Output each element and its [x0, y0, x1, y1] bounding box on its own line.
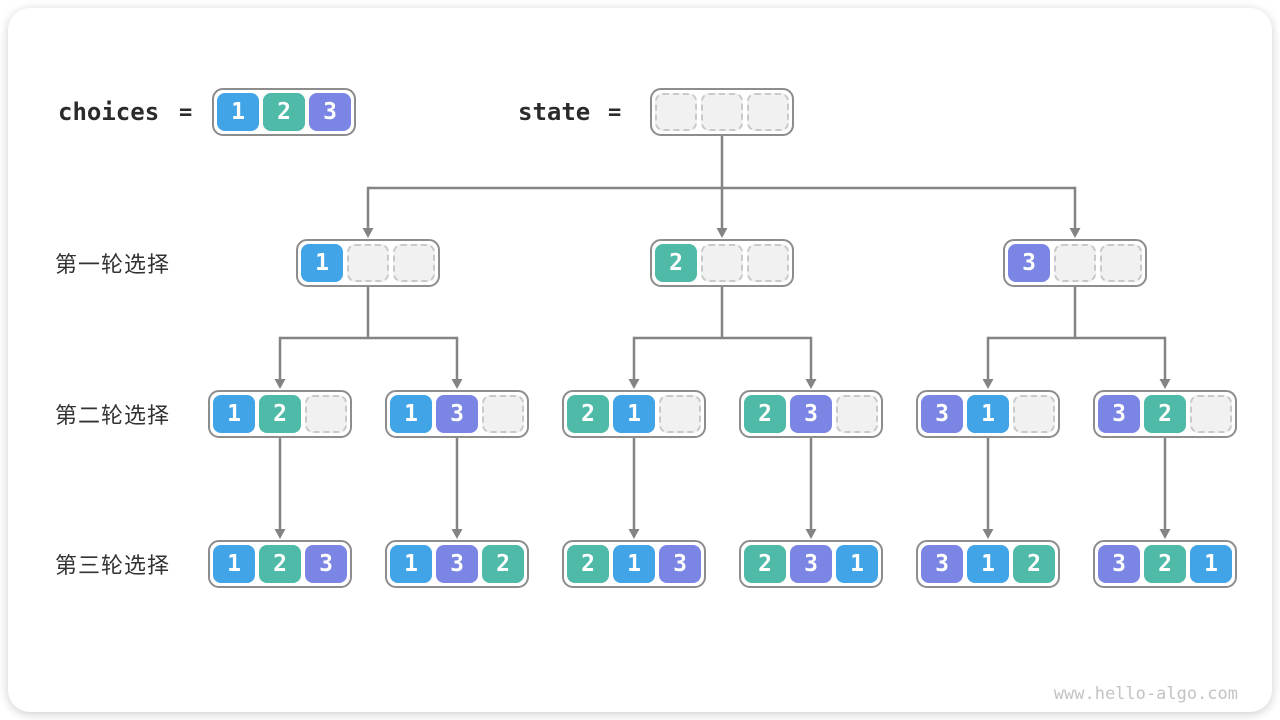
cell-value-1: 1	[390, 545, 432, 583]
cell-empty	[747, 244, 789, 282]
cell-value-1: 1	[613, 545, 655, 583]
cell-value-3: 3	[436, 545, 478, 583]
cell-value-2: 2	[259, 545, 301, 583]
cell-value-3: 3	[921, 395, 963, 433]
round1-node-3: 3	[1003, 239, 1147, 287]
cell-value-3: 3	[659, 545, 701, 583]
state-label: state	[518, 98, 591, 126]
cell-empty	[659, 395, 701, 433]
cell-value-1: 1	[217, 93, 259, 131]
cell-empty	[701, 244, 743, 282]
cell-value-3: 3	[1098, 545, 1140, 583]
cell-value-2: 2	[744, 395, 786, 433]
cell-value-2: 2	[482, 545, 524, 583]
round-label-3: 第三轮选择	[55, 553, 171, 578]
round1-node-2: 2	[650, 239, 794, 287]
state-node	[650, 88, 794, 136]
cell-value-1: 1	[967, 545, 1009, 583]
cell-empty	[1100, 244, 1142, 282]
cell-empty	[1190, 395, 1232, 433]
cell-value-2: 2	[263, 93, 305, 131]
cell-value-1: 1	[213, 545, 255, 583]
cell-value-2: 2	[1144, 545, 1186, 583]
cell-value-2: 2	[1013, 545, 1055, 583]
cell-value-2: 2	[744, 545, 786, 583]
cell-empty	[1013, 395, 1055, 433]
cell-value-3: 3	[436, 395, 478, 433]
watermark-url: www.hello-algo.com	[1053, 684, 1238, 704]
round-label-2: 第二轮选择	[55, 403, 171, 428]
cell-value-1: 1	[967, 395, 1009, 433]
cell-value-2: 2	[655, 244, 697, 282]
cell-empty	[1054, 244, 1096, 282]
round-label-1: 第一轮选择	[55, 252, 171, 277]
cell-value-3: 3	[305, 545, 347, 583]
cell-value-1: 1	[301, 244, 343, 282]
cell-value-3: 3	[921, 545, 963, 583]
cell-empty	[482, 395, 524, 433]
state-equals-sign: =	[608, 99, 622, 125]
cell-empty	[836, 395, 878, 433]
cell-value-3: 3	[790, 395, 832, 433]
cell-empty	[655, 93, 697, 131]
cell-value-2: 2	[567, 545, 609, 583]
choices-equals-sign: =	[179, 99, 193, 125]
cell-empty	[701, 93, 743, 131]
cell-value-1: 1	[836, 545, 878, 583]
round1-node-1: 1	[296, 239, 440, 287]
cell-empty	[747, 93, 789, 131]
choices-label: choices	[58, 98, 160, 126]
cell-empty	[393, 244, 435, 282]
cell-empty	[347, 244, 389, 282]
cell-value-3: 3	[309, 93, 351, 131]
cell-value-1: 1	[613, 395, 655, 433]
cell-value-2: 2	[259, 395, 301, 433]
cell-value-3: 3	[1098, 395, 1140, 433]
cell-value-1: 1	[1190, 545, 1232, 583]
cell-value-2: 2	[1144, 395, 1186, 433]
cell-value-1: 1	[390, 395, 432, 433]
cell-value-3: 3	[790, 545, 832, 583]
cell-value-2: 2	[567, 395, 609, 433]
cell-empty	[305, 395, 347, 433]
cell-value-1: 1	[213, 395, 255, 433]
cell-value-3: 3	[1008, 244, 1050, 282]
